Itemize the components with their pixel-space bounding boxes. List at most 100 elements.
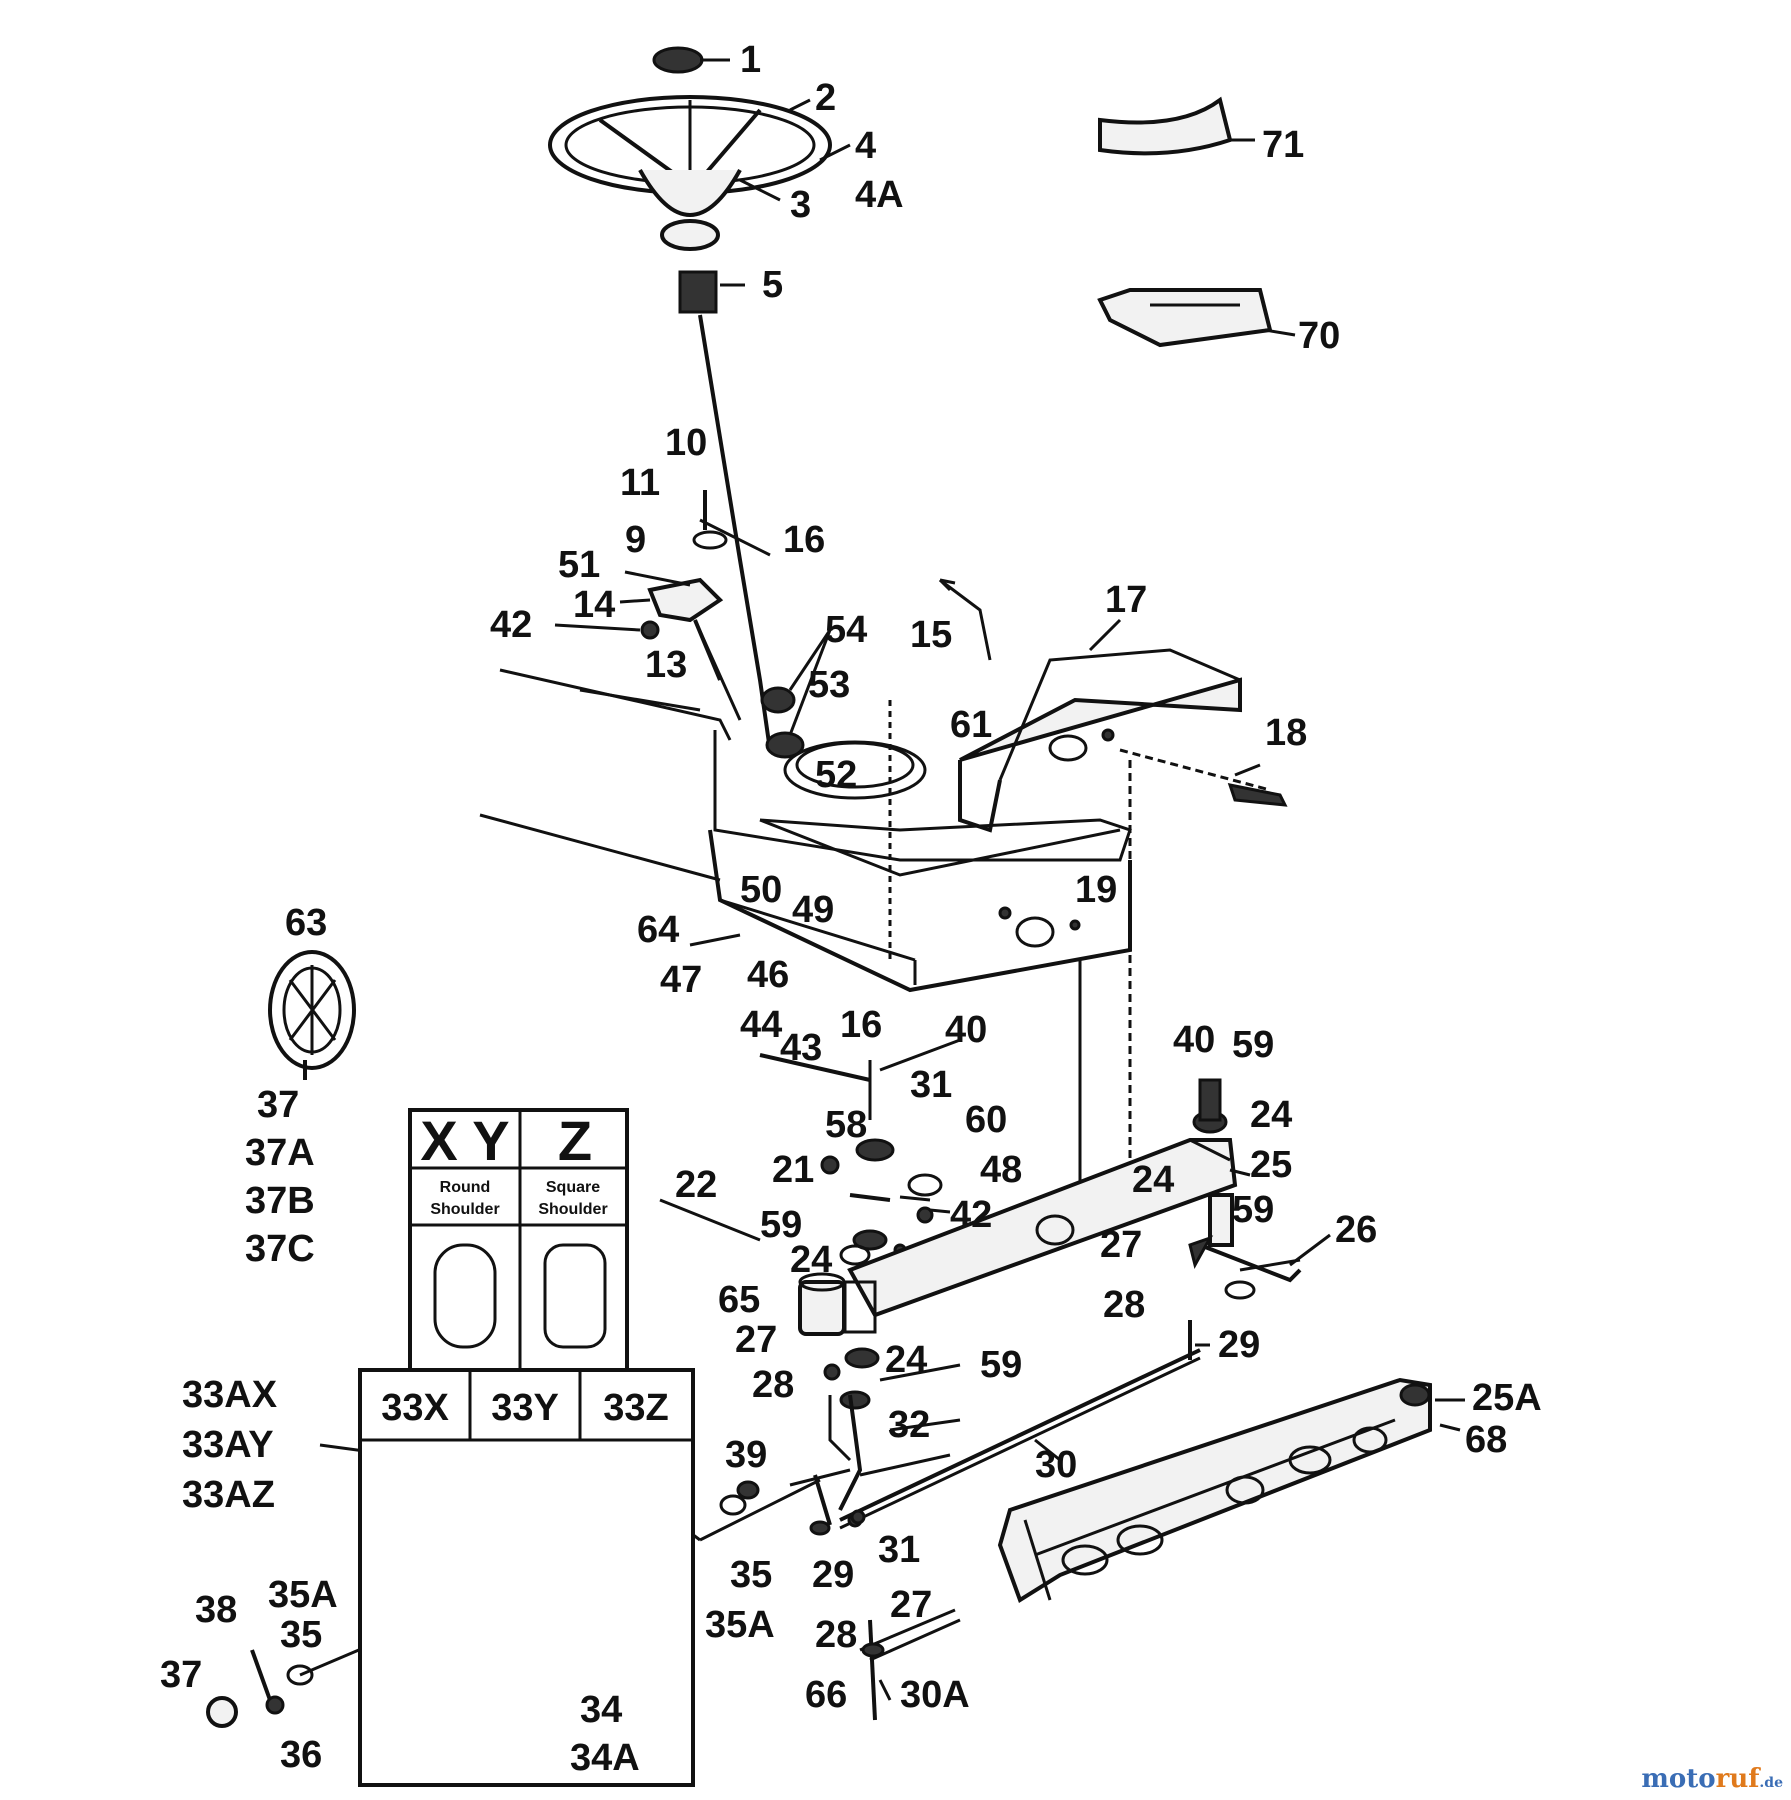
callout-35a-wheel: 35A [268,1574,338,1616]
callout-28-bottom: 28 [815,1614,857,1656]
left-spindle [789,1347,880,1511]
callout-5: 5 [762,264,783,306]
callout-4a: 4A [855,174,904,216]
callout-37a: 37A [245,1132,315,1174]
callout-39: 39 [725,1434,767,1476]
callout-44: 44 [740,1004,782,1046]
callout-33ay: 33AY [182,1424,274,1466]
callout-68: 68 [1465,1419,1507,1461]
steering-shaft [698,314,772,751]
callout-52: 52 [815,754,857,796]
callout-61: 61 [950,704,992,746]
callout-35a: 35A [705,1604,775,1646]
callout-51: 51 [558,544,600,586]
callout-14: 14 [573,584,615,626]
steering-bellow [678,270,718,314]
callout-63: 63 [285,902,327,944]
callout-11: 11 [620,462,660,504]
decal-70 [1097,288,1273,348]
callout-66: 66 [805,1674,847,1716]
callout-47: 47 [660,959,702,1001]
callout-70: 70 [1298,315,1340,357]
callout-42-lower: 42 [950,1194,992,1236]
callout-31-upper: 31 [910,1064,952,1106]
tire-col-33x: 33X [381,1387,449,1429]
callout-13: 13 [645,644,687,686]
callout-labels: 1 2 4 4A 3 5 71 70 10 11 9 16 51 14 42 1… [160,39,1542,1779]
square-shoulder-profile [543,1243,607,1349]
tire-col-33y: 33Y [491,1387,559,1429]
hub-cap-63 [268,950,356,1080]
decal-71 [1098,96,1233,156]
callout-32: 32 [888,1404,930,1446]
callout-27-right: 27 [1100,1224,1142,1266]
callout-71: 71 [1262,124,1304,166]
drag-link-30a [859,1608,961,1721]
callout-65: 65 [718,1279,760,1321]
callout-43: 43 [780,1027,822,1069]
callout-26: 26 [1335,1209,1377,1251]
right-spindle [1188,1193,1302,1300]
callout-37-wheel: 37 [160,1654,202,1696]
xy-desc-2: Shoulder [430,1201,499,1218]
callout-40-left: 40 [945,1009,987,1051]
direction-arrow [938,578,992,661]
callout-31-lower: 31 [878,1529,920,1571]
callout-28-right: 28 [1103,1284,1145,1326]
callout-35: 35 [730,1554,772,1596]
callout-38: 38 [195,1589,237,1631]
watermark-ruf: ruf [1715,1764,1760,1794]
lower-pivot-parts [759,1038,961,1266]
callout-17: 17 [1105,579,1147,621]
callout-64: 64 [637,909,679,951]
callout-25: 25 [1250,1144,1292,1186]
motoruf-watermark: motoruf.de [1641,1764,1783,1794]
watermark-moto: moto [1641,1764,1716,1794]
steering-wheel [548,95,832,251]
callout-18: 18 [1265,712,1307,754]
callout-40-right: 40 [1173,1019,1215,1061]
callout-2: 2 [815,77,836,119]
callout-37c: 37C [245,1228,315,1270]
callout-9: 9 [625,519,646,561]
callout-27-left: 27 [735,1319,777,1361]
callout-37b: 37B [245,1180,315,1222]
callout-59-right: 59 [1232,1024,1274,1066]
callout-59-mid: 59 [1232,1189,1274,1231]
callout-27-bottom: 27 [890,1584,932,1626]
callout-37: 37 [257,1084,299,1126]
axle-support-25a [997,1377,1432,1604]
front-bracket-17 [958,648,1288,833]
pivot-axis-lines [888,700,1132,1210]
callout-24-right: 24 [1250,1094,1292,1136]
callout-34: 34 [580,1689,622,1731]
callout-15: 15 [910,614,952,656]
callout-3: 3 [790,184,811,226]
callout-53: 53 [808,664,850,706]
callout-28-left: 28 [752,1364,794,1406]
spindle-29-31 [809,1474,866,1536]
round-shoulder-profile [433,1243,497,1349]
callout-42-upper: 42 [490,604,532,646]
callout-59-left: 59 [760,1204,802,1246]
tire-box: 33X 33Y 33Z [358,1368,695,1787]
callout-24-lower: 24 [885,1339,927,1381]
xy-desc-1: Round [440,1179,491,1196]
callout-4: 4 [855,125,876,167]
callout-30: 30 [1035,1444,1077,1486]
callout-60: 60 [965,1099,1007,1141]
z-desc-2: Shoulder [538,1201,607,1218]
steering-cap [652,46,704,74]
chart-col-xy: X Y [420,1109,509,1172]
tire-col-33z: 33Z [603,1387,668,1429]
shoulder-chart: X Y Z Round Shoulder Square Shoulder [408,1108,629,1372]
callout-50: 50 [740,869,782,911]
frame-chassis [479,668,1132,993]
front-axle-25 [847,1078,1238,1318]
callout-58: 58 [825,1104,867,1146]
callout-36: 36 [280,1734,322,1776]
callout-49: 49 [792,889,834,931]
callout-16-upper: 16 [783,519,825,561]
